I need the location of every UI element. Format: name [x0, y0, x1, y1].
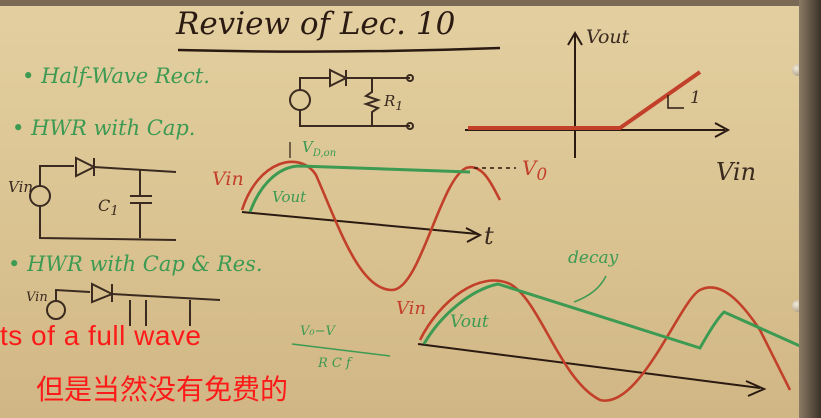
- vd-on-text: V: [302, 138, 313, 156]
- v0-text: V: [522, 156, 537, 180]
- vout-decay-curve: [422, 282, 801, 350]
- subtitle-english: ts of a full wave: [0, 320, 202, 351]
- time-axis: [241, 211, 479, 235]
- c1-text: C: [98, 196, 111, 215]
- resistor-icon: [362, 78, 382, 126]
- wire: [55, 288, 91, 300]
- c1-label: C1: [98, 196, 119, 219]
- formula-denominator: R C f: [318, 356, 351, 371]
- bullet-text: HWR with Cap.: [31, 116, 196, 140]
- board-frame-right: [799, 0, 821, 418]
- vin-label-2: Vin: [396, 298, 427, 319]
- wire: [299, 110, 410, 127]
- wire: [111, 293, 221, 301]
- v0-subscript: 0: [536, 165, 548, 184]
- vin-sine-curve: [240, 160, 502, 292]
- hwr-cap-res-circuit: [46, 282, 221, 326]
- arrow-right-icon: [745, 380, 767, 397]
- wire: [39, 165, 74, 186]
- vout-axis-label: Vout: [586, 26, 630, 48]
- vin-source-label-2: Vin: [26, 290, 48, 305]
- vin-source-label-1: Vin: [8, 178, 34, 196]
- arrow-right-icon: [714, 122, 731, 138]
- decay-pointer: [573, 275, 607, 303]
- vd-on-subscript: D,on: [312, 148, 337, 159]
- diode-icon: [329, 68, 349, 88]
- vout-curve: [248, 164, 471, 213]
- diode-icon: [75, 156, 97, 178]
- bullet-hwr-cap: • HWR with Cap.: [12, 116, 195, 140]
- v0-label: V0: [522, 156, 547, 184]
- transfer-curve: [468, 70, 702, 130]
- subtitle-chinese: 但是当然没有免费的: [36, 373, 289, 406]
- vout-label-2: Vout: [450, 312, 489, 332]
- arrow-right-icon: [465, 227, 483, 243]
- formula-numerator: V₀−V: [300, 324, 335, 339]
- waveform-1: [240, 142, 516, 292]
- title-underline: [177, 46, 501, 53]
- wire: [93, 166, 177, 173]
- slope-label: 1: [690, 88, 701, 108]
- bullet-dot: •: [12, 116, 32, 140]
- board-title: Review of Lec. 10: [176, 6, 456, 42]
- time-axis: [417, 343, 761, 389]
- circuit-branches: [129, 300, 191, 326]
- wire: [39, 206, 177, 241]
- waveform-2: [417, 275, 801, 402]
- bullet-hwr-cap-res: • HWR with Cap & Res.: [8, 252, 263, 276]
- bullet-dot: •: [8, 252, 28, 276]
- r1-label: R1: [384, 92, 403, 113]
- vout-label-1: Vout: [272, 188, 307, 206]
- r1-subscript: 1: [395, 98, 404, 113]
- decay-label: decay: [568, 248, 619, 268]
- hwr-cap-circuit: [29, 156, 177, 241]
- formula-fraction-line: [291, 343, 391, 357]
- arrow-up-icon: [567, 31, 583, 46]
- wire: [299, 77, 330, 90]
- t-axis-label: t: [484, 222, 494, 250]
- bullet-text: HWR with Cap & Res.: [27, 252, 263, 276]
- source-icon: [289, 89, 311, 111]
- bullet-dot: •: [22, 64, 42, 88]
- terminal-icon: [406, 122, 414, 130]
- vd-on-label: VD,on: [302, 138, 336, 159]
- slope-triangle: [667, 95, 684, 109]
- r1-text: R: [384, 92, 396, 110]
- board-frame-top: [0, 0, 821, 6]
- source-icon: [46, 300, 66, 320]
- diode-icon: [91, 282, 115, 304]
- bullet-half-wave: • Half-Wave Rect.: [22, 64, 210, 88]
- half-wave-circuit: [289, 68, 414, 130]
- vin-label-1: Vin: [212, 168, 244, 190]
- bullet-text: Half-Wave Rect.: [41, 64, 210, 88]
- vin-axis-label: Vin: [716, 158, 757, 186]
- vin-sine-curve: [418, 279, 792, 402]
- transfer-graph: [465, 31, 731, 158]
- terminal-icon: [406, 74, 414, 82]
- capacitor-icon: [130, 170, 152, 238]
- c1-subscript: 1: [110, 204, 119, 220]
